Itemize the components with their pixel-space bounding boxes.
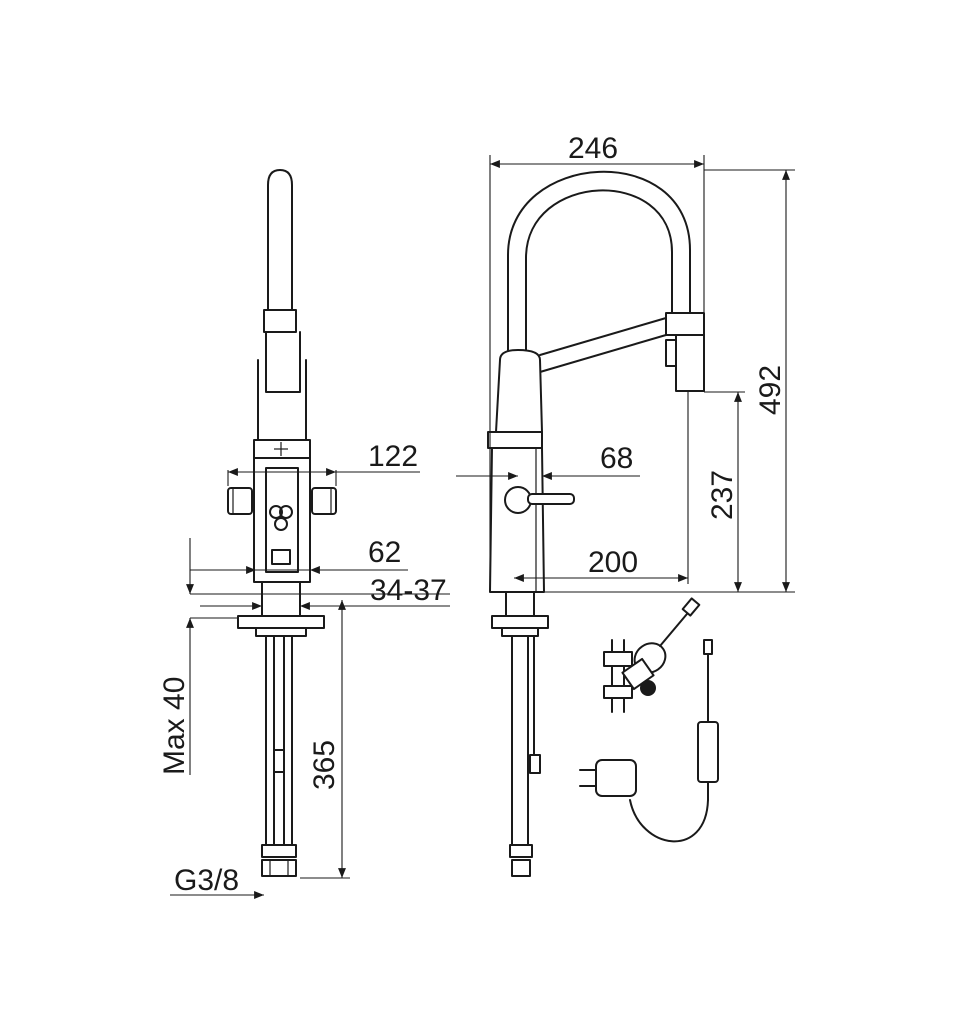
- dim-62-label: 62: [368, 536, 401, 569]
- power-adapter-icon: [579, 639, 719, 843]
- handle-left: [227, 487, 253, 515]
- lever-handle: [527, 493, 575, 505]
- body-ring: [487, 431, 543, 449]
- cable-clip: [273, 749, 285, 773]
- spout-arch-inner: [525, 189, 673, 353]
- spout-tube: [267, 169, 293, 311]
- dim-200-label: 200: [588, 546, 638, 579]
- dim-g38-label: G3/8: [174, 864, 239, 897]
- accessories: [579, 597, 719, 843]
- indicator: [271, 549, 291, 565]
- sensor-dot: [269, 505, 283, 519]
- dim-max40-label: Max 40: [158, 677, 191, 775]
- dim-246-label: 246: [568, 132, 618, 165]
- dim-492-label: 492: [754, 365, 787, 415]
- dim-237-label: 237: [706, 470, 739, 520]
- dim-34-37-label: 34-37: [370, 574, 447, 607]
- base-neck: [505, 591, 535, 617]
- spout-arch-outer: [507, 170, 691, 353]
- base-neck: [261, 581, 301, 617]
- dim-365-label: 365: [308, 740, 341, 790]
- solenoid-valve-icon: [603, 597, 701, 713]
- dim-122-label: 122: [368, 440, 418, 473]
- hose-nut: [261, 844, 297, 858]
- handle-right: [311, 487, 337, 515]
- spout-neck: [265, 331, 301, 393]
- upper-body: [495, 349, 543, 433]
- spray-head: [675, 334, 705, 392]
- base-plate: [237, 615, 325, 629]
- spray-collar: [665, 312, 705, 336]
- base-plate: [491, 615, 549, 629]
- side-view: 246 492 237 200 68: [456, 132, 795, 877]
- control-panel: [265, 467, 299, 573]
- spout-arm: [539, 317, 667, 373]
- spout-ring: [263, 309, 297, 333]
- front-view: 122 62 34-37 Max 40 365 G3/8: [158, 169, 450, 899]
- dim-68-label: 68: [600, 442, 633, 475]
